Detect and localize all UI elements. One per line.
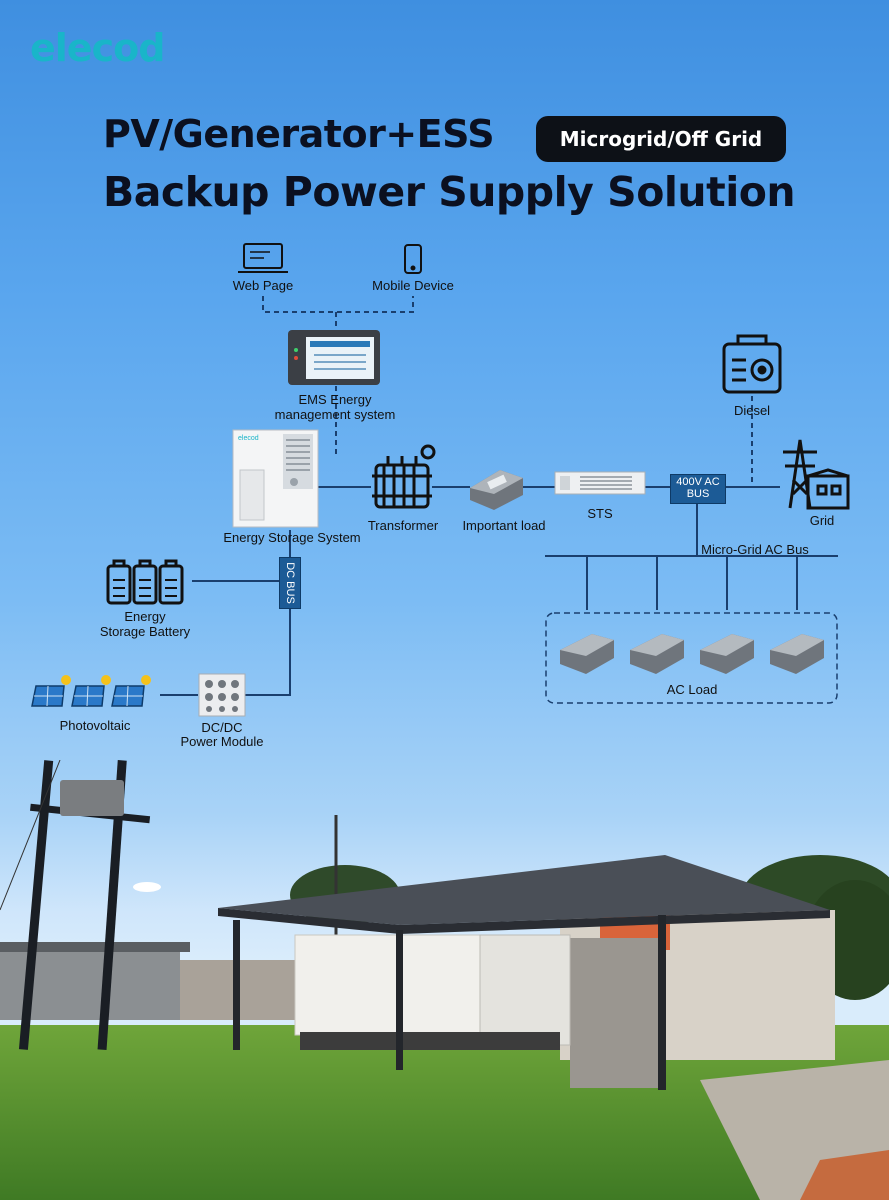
dc-bus-box: DC BUS bbox=[279, 557, 301, 609]
ac-load-group bbox=[545, 612, 838, 704]
diesel-generator-icon bbox=[722, 334, 782, 394]
laptop-icon bbox=[238, 243, 288, 273]
label-dcdc-1: DC/DC bbox=[201, 720, 243, 735]
system-diagram: elecod bbox=[31, 243, 850, 717]
dcdc-module-icon bbox=[198, 673, 246, 717]
sts-icon bbox=[554, 471, 646, 495]
battery-icon bbox=[106, 559, 184, 605]
ess-cabinet-icon: elecod bbox=[232, 429, 319, 528]
label-important-load: Important load bbox=[462, 518, 546, 533]
label-ems-2: management system bbox=[274, 407, 396, 422]
label-web-page: Web Page bbox=[232, 278, 294, 293]
pv-panel-icon bbox=[31, 675, 151, 707]
site-photo bbox=[0, 760, 889, 1200]
label-battery-2: Storage Battery bbox=[99, 624, 191, 639]
label-dc-bus: DC BUS bbox=[284, 562, 296, 604]
label-400v-2: BUS bbox=[686, 488, 710, 500]
label-sts: STS bbox=[587, 506, 613, 521]
phone-icon bbox=[404, 244, 422, 274]
svg-text:elecod: elecod bbox=[238, 435, 259, 442]
label-diesel: Diesel bbox=[733, 403, 771, 418]
label-grid: Grid bbox=[809, 513, 835, 528]
title-line-1: PV/Generator+ESS bbox=[103, 112, 495, 156]
label-ems-1: EMS Energy bbox=[298, 392, 372, 407]
label-mobile-device: Mobile Device bbox=[372, 278, 454, 293]
comm-line-top bbox=[262, 296, 414, 313]
brand-logo: elecod bbox=[30, 26, 165, 70]
label-transformer: Transformer bbox=[367, 518, 439, 533]
label-photovoltaic: Photovoltaic bbox=[59, 718, 131, 733]
load-drops bbox=[586, 556, 798, 610]
mode-badge: Microgrid/Off Grid bbox=[536, 116, 786, 162]
label-battery-1: Energy bbox=[124, 609, 166, 624]
label-ac-load: AC Load bbox=[666, 682, 718, 697]
label-ess: Energy Storage System bbox=[223, 530, 361, 545]
dc-bus-line bbox=[245, 530, 291, 696]
important-load-icon bbox=[470, 470, 523, 510]
label-400v-1: 400V AC bbox=[676, 476, 720, 488]
ems-panel-icon bbox=[288, 330, 380, 385]
label-microgrid-bus: Micro-Grid AC Bus bbox=[701, 542, 809, 557]
ac-bus-400v: 400V AC BUS bbox=[670, 474, 726, 504]
transformer-icon bbox=[372, 444, 436, 509]
ac-load-icon bbox=[560, 634, 824, 674]
label-dcdc-2: Power Module bbox=[180, 734, 264, 749]
grid-tower-icon bbox=[783, 439, 850, 510]
title-line-2: Backup Power Supply Solution bbox=[103, 168, 796, 216]
